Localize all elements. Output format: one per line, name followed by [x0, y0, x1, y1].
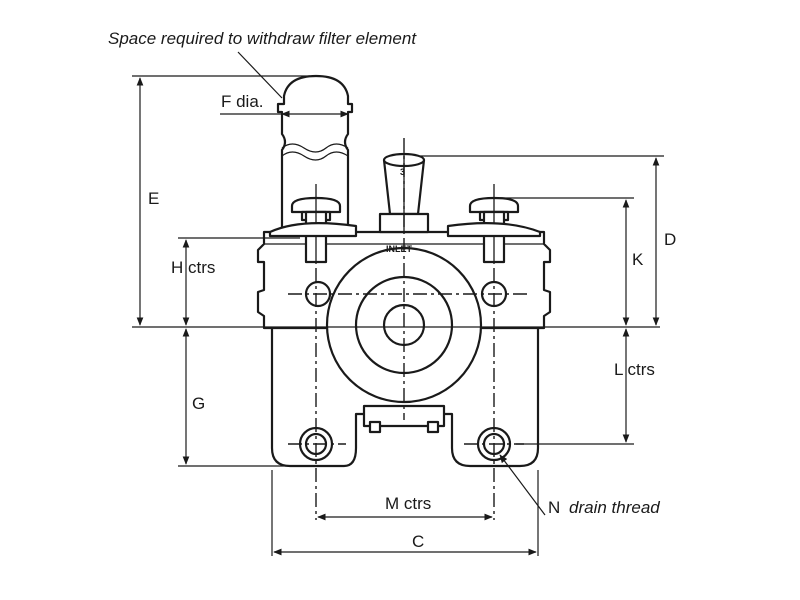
- e-label: E: [148, 189, 159, 208]
- d-label: D: [664, 230, 676, 249]
- g-label: G: [192, 394, 205, 413]
- c-label: C: [412, 532, 424, 551]
- f-dia-label: F dia.: [221, 92, 264, 111]
- drain-thread-note: drain thread: [569, 498, 660, 517]
- h-ctrs-label: H ctrs: [171, 258, 215, 277]
- left-handle: [268, 184, 358, 264]
- l-ctrs-label: L ctrs: [614, 360, 655, 379]
- centre-lines: [288, 138, 528, 520]
- withdraw-space-note: Space required to withdraw filter elemen…: [108, 29, 417, 48]
- m-ctrs-label: M ctrs: [385, 494, 431, 513]
- k-label: K: [632, 250, 644, 269]
- inlet-mark: INLET: [386, 244, 413, 254]
- dimension-lines: [132, 51, 664, 556]
- n-label: N: [548, 498, 560, 517]
- arrow-number: 3: [400, 167, 405, 177]
- right-handle: [446, 184, 542, 264]
